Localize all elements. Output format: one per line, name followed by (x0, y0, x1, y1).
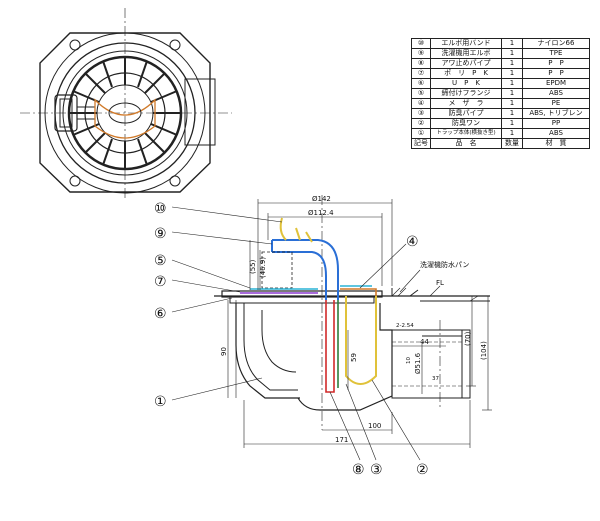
part-no: ① (411, 128, 431, 139)
dim-70: (70) (464, 331, 472, 346)
callout-3: ③ (370, 462, 383, 478)
dim-59: 59 (350, 353, 358, 362)
callouts: ⑩ ⑨ ⑤ ⑦ ⑥ ① ④ ⑧ ③ ② (154, 201, 429, 478)
dim-142: Ø142 (312, 195, 331, 203)
dim-44: 44 (420, 338, 429, 346)
part-name: 洗濯機用エルボ (430, 48, 502, 59)
part-name: エルボ用バンド (430, 38, 502, 49)
part-qty: 1 (501, 78, 523, 89)
part-material: EPDM (522, 78, 590, 89)
callout-10: ⑩ (154, 201, 167, 217)
dim-90: 90 (220, 347, 228, 356)
section-colored-parts (240, 217, 377, 393)
part-no: ⑦ (411, 68, 431, 79)
callout-2: ② (416, 462, 429, 478)
part-qty: 1 (501, 58, 523, 69)
part-name: 締付けフランジ (430, 88, 502, 99)
callout-1: ① (154, 394, 167, 410)
part-material: PE (522, 98, 590, 109)
callout-9: ⑨ (154, 226, 167, 242)
part-material: ABS (522, 88, 590, 99)
part-qty: 1 (501, 128, 523, 139)
header-material: 材 質 (522, 138, 590, 149)
part-qty: 1 (501, 88, 523, 99)
part-no: ② (411, 118, 431, 129)
part-name: 防臭ワン (430, 118, 502, 129)
label-fl: FL (436, 279, 444, 287)
part-material: P P (522, 58, 590, 69)
callout-5: ⑤ (154, 253, 167, 269)
part-name: トラップ本体(横抜き型) (430, 128, 502, 139)
header-qty: 数量 (501, 138, 523, 149)
parts-table-header-row: 記号 品 名 数量 材 質 (411, 138, 590, 149)
dim-469: (46.9) (259, 257, 267, 278)
part-material: ABS, トリブレン (522, 108, 590, 119)
part-qty: 1 (501, 48, 523, 59)
dimension-texts: Ø142 Ø112.4 (55) (46.9) 90 59 (70) (104)… (220, 195, 488, 444)
part-no: ⑩ (411, 38, 431, 49)
part-material: ナイロン66 (522, 38, 590, 49)
part-no: ④ (411, 98, 431, 109)
dim-254: 2-2.54 (396, 323, 414, 329)
callout-4: ④ (406, 234, 419, 250)
part-name: アワ止めパイプ (430, 58, 502, 69)
part-name: 防臭パイプ (430, 108, 502, 119)
plan-view (20, 8, 232, 200)
dimension-lines (171, 199, 492, 461)
part-no: ⑨ (411, 48, 431, 59)
part-no: ⑥ (411, 78, 431, 89)
dim-10: 10 (406, 357, 412, 364)
section-view (214, 195, 490, 430)
part-name: ポ リ P K (430, 68, 502, 79)
header-no: 記号 (411, 138, 431, 149)
part-name: メ ザ ラ (430, 98, 502, 109)
label-pan: 洗濯機防水パン (420, 260, 469, 269)
part-no: ⑤ (411, 88, 431, 99)
dim-171: 171 (335, 436, 348, 444)
dim-37: 37 (432, 376, 439, 382)
part-material: TPE (522, 48, 590, 59)
part-qty: 1 (501, 68, 523, 79)
callout-6: ⑥ (154, 306, 167, 322)
part-material: P P (522, 68, 590, 79)
dim-100: 100 (368, 422, 381, 430)
dim-112: Ø112.4 (308, 209, 334, 217)
part-qty: 1 (501, 38, 523, 49)
part-no: ⑧ (411, 58, 431, 69)
dim-55: (55) (249, 259, 257, 274)
part-qty: 1 (501, 118, 523, 129)
dim-104: (104) (480, 341, 488, 360)
part-material: PP (522, 118, 590, 129)
callout-7: ⑦ (154, 274, 167, 290)
part-material: ABS (522, 128, 590, 139)
callout-8: ⑧ (352, 462, 365, 478)
dim-516: Ø51.6 (414, 352, 422, 374)
part-qty: 1 (501, 98, 523, 109)
part-qty: 1 (501, 108, 523, 119)
part-no: ③ (411, 108, 431, 119)
header-name: 品 名 (430, 138, 502, 149)
part-name: U P K (430, 78, 502, 89)
